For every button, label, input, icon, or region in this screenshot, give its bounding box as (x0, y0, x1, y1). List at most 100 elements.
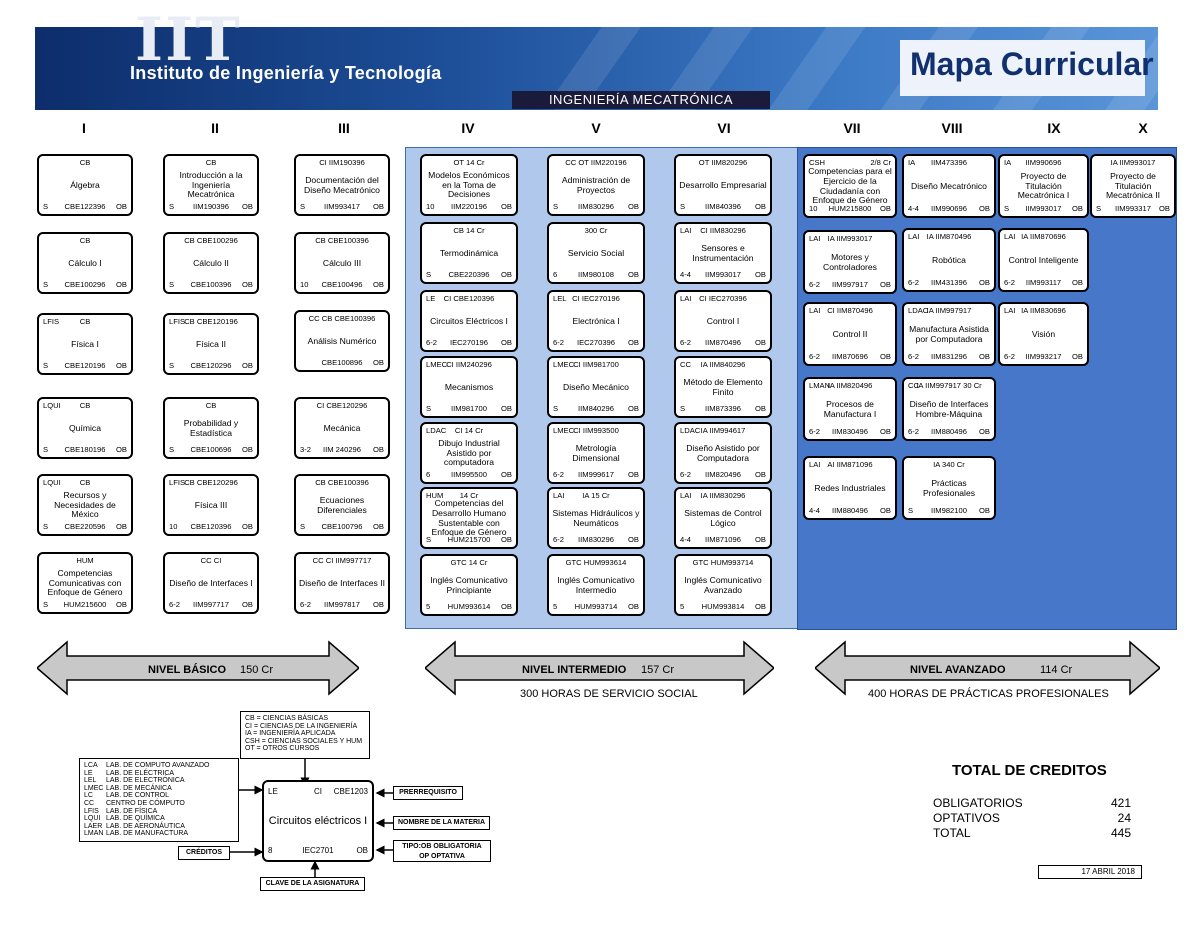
course-name: Diseño Mecánico (563, 381, 629, 392)
course-name: Redes Industriales (814, 482, 886, 493)
course-name: Proyecto de Titulación Mecatrónica I (1017, 171, 1070, 201)
course-box[interactable]: CC OT IIM220196 Administración de Proyec… (547, 154, 645, 216)
course-name: Inglés Comunicativo Principiante (430, 574, 508, 595)
course-name: Circuitos Eléctricos I (430, 315, 508, 326)
semester-2-label: II (211, 120, 219, 136)
course-name: Competencias Comunicativas con Enfoque d… (47, 568, 123, 598)
course-name: Mecánica (323, 422, 361, 433)
basic-level-label: NIVEL BÁSICO (148, 664, 227, 676)
semester-10-label: X (1138, 120, 1148, 136)
course-name: Proyecto de Titulación Mecatrónica II (1106, 171, 1160, 201)
course-name: Dibujo Industrial Asistido por computado… (438, 438, 500, 468)
course-name: Ecuaciones Diferenciales (317, 494, 367, 515)
semester-6-label: VI (717, 120, 731, 136)
semester-1-label: I (82, 120, 86, 136)
course-name: Química (69, 422, 101, 433)
course-name: Física I (71, 338, 99, 349)
course-name: Sistemas de Control Lógico (684, 507, 762, 528)
course-name: Diseño de Interfaces I (169, 577, 253, 588)
intermediate-level-label: NIVEL INTERMEDIO (522, 664, 627, 676)
basic-level-credits: 150 Cr (240, 664, 274, 676)
course-box[interactable]: HUM Competencias Comunicativas con Enfoq… (37, 552, 133, 614)
course-name: Desarrollo Empresarial (679, 179, 767, 190)
course-name: Análisis Numérico (307, 335, 377, 346)
code-label: CLAVE DE LA ASIGNATURA (260, 877, 365, 891)
semester-5-label: V (591, 120, 601, 136)
course-name: Competencias para el Ejercicio de la Ciu… (808, 166, 892, 206)
credits-label: CRÉDITOS (178, 846, 230, 860)
course-box[interactable]: CC CI IIM997717 Diseño de Interfaces II … (294, 552, 390, 614)
area-legend: CB = CIENCIAS BÁSICAS CI = CIENCIAS DE L… (240, 711, 370, 759)
course-box[interactable]: GTC 14 Cr Inglés Comunicativo Principian… (420, 554, 518, 616)
course-box[interactable]: IA IIM993017 Proyecto de Titulación Meca… (1090, 154, 1176, 218)
date-stamp: 17 ABRIL 2018 (1038, 865, 1142, 879)
course-box[interactable]: CC CB CBE100396 Análisis Numérico CBE100… (294, 310, 390, 372)
course-box[interactable]: CI IIM190396 Documentación del Diseño Me… (294, 154, 390, 216)
course-box[interactable]: OT 14 Cr Modelos Económicos en la Toma d… (420, 154, 518, 216)
course-name: Control Inteligente (1008, 254, 1079, 265)
course-name: Cálculo I (68, 257, 102, 268)
prerequisite-label: PRERREQUISITO (393, 786, 463, 800)
course-name: Mecanismos (444, 381, 494, 392)
course-name: Manufactura Asistida por Computadora (909, 323, 989, 344)
type-label: TIPO:OB OBLIGATORIA OP OPTATIVA (393, 840, 491, 862)
institution-logo: IIT (135, 5, 242, 75)
course-name: Física III (194, 499, 228, 510)
course-box[interactable]: GTC HUM993614 Inglés Comunicativo Interm… (547, 554, 645, 616)
course-name: Modelos Económicos en la Toma de Decisio… (428, 170, 510, 200)
advanced-level-credits: 114 Cr (1040, 664, 1073, 676)
course-name: Competencias del Desarrollo Humano Suste… (431, 498, 507, 538)
course-box[interactable]: CB Introducción a la Ingeniería Mecatrón… (163, 154, 259, 216)
course-name: Procesos de Manufactura I (823, 398, 877, 419)
semester-7-label: VII (843, 120, 861, 136)
intermediate-level-arrow (425, 640, 774, 696)
course-name: Física II (195, 338, 227, 349)
course-box[interactable]: GTC HUM993714 Inglés Comunicativo Avanza… (674, 554, 772, 616)
course-name: Cálculo III (322, 257, 362, 268)
